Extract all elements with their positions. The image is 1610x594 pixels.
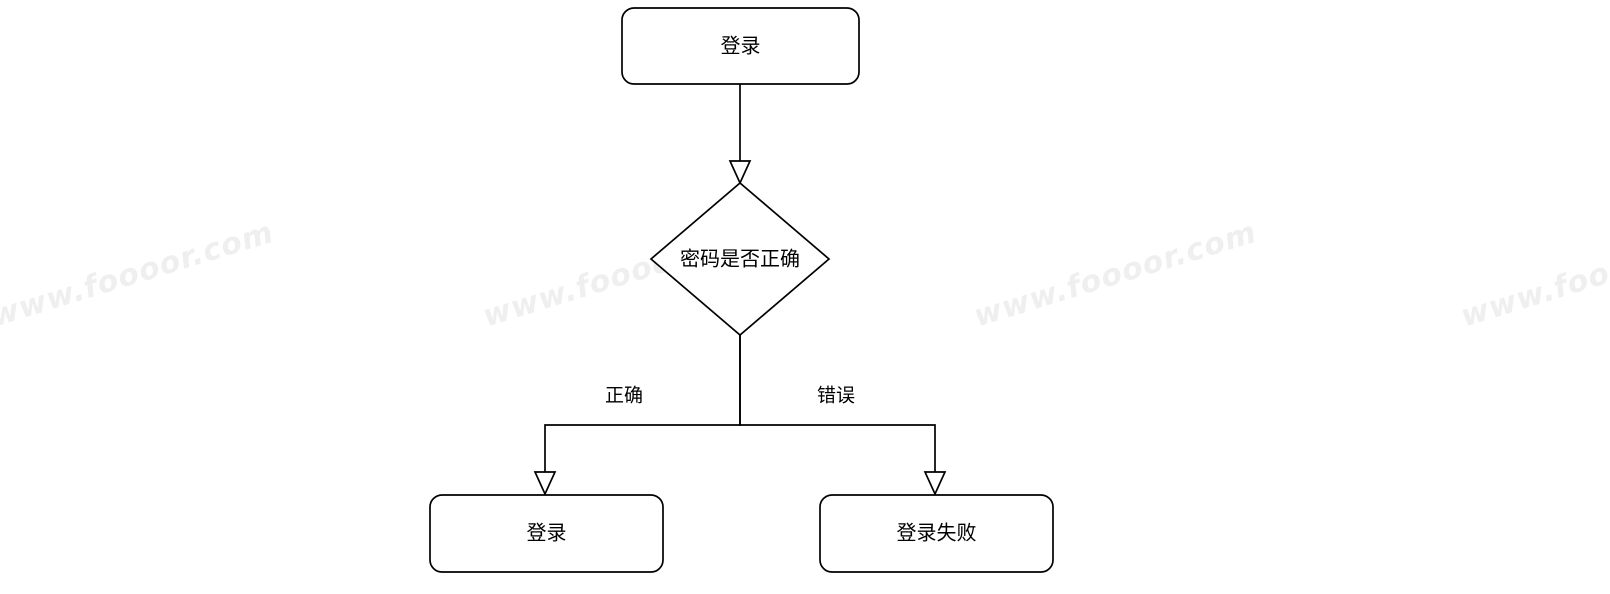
arrow-head-icon (728, 160, 752, 186)
node-login-success[interactable]: 登录 (429, 494, 664, 573)
node-label-password-check: 密码是否正确 (680, 247, 800, 271)
node-password-check[interactable]: 密码是否正确 (649, 181, 831, 337)
edge-label-correct: 正确 (605, 385, 643, 407)
edge-check-to-failure: 错误 (739, 335, 947, 497)
node-diamond[interactable] (649, 181, 831, 337)
node-rounded-rect[interactable] (429, 494, 664, 573)
edge-label-error: 错误 (817, 385, 855, 407)
node-rounded-rect[interactable] (819, 494, 1054, 573)
node-start-login[interactable]: 登录 (621, 7, 860, 85)
node-login-failure[interactable]: 登录失败 (819, 494, 1054, 573)
node-label-login-failure: 登录失败 (897, 521, 977, 545)
node-rounded-rect[interactable] (621, 7, 860, 85)
edge-line (739, 335, 936, 472)
edge-start-to-check (728, 84, 752, 186)
arrow-head-icon (533, 471, 557, 497)
node-label-start-login: 登录 (721, 34, 761, 58)
edge-check-to-success: 正确 (533, 335, 741, 497)
arrow-head-icon (923, 471, 947, 497)
node-label-login-success: 登录 (527, 521, 567, 545)
